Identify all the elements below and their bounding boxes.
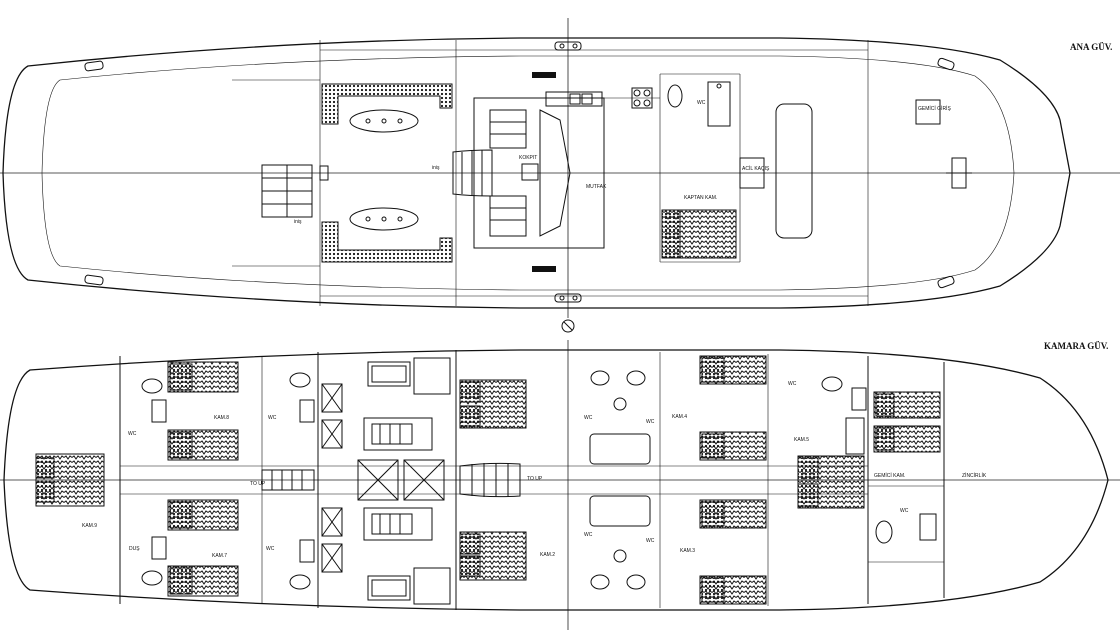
label-acil-kacis: ACİL KAÇIŞ <box>742 165 770 172</box>
label-wc-c4: WC <box>584 415 593 421</box>
label-kokpit: KOKPIT <box>519 155 537 161</box>
sink-icon <box>151 399 167 423</box>
engine-icon <box>363 417 433 451</box>
engine-room <box>321 357 451 605</box>
main-deck: iniş iniş KOKPIT <box>0 18 1120 318</box>
label-wc-c5: WC <box>646 419 655 425</box>
toilet-icon <box>590 370 610 386</box>
label-wc-c9: WC <box>900 508 909 514</box>
toilet-icon <box>875 520 893 544</box>
fuel-tank <box>367 361 411 387</box>
cabin-deck-hull <box>3 349 1109 611</box>
helm-console <box>539 109 571 237</box>
sink-icon <box>919 513 937 541</box>
main-deck-title: ANA GÜV. <box>1070 42 1112 52</box>
stove-icon <box>631 87 653 109</box>
saloon-area <box>473 97 605 249</box>
shower-cabin <box>707 81 731 127</box>
toilet-icon <box>821 376 843 392</box>
helm-wheel-icon <box>521 163 539 181</box>
label-wc-c7: WC <box>646 538 655 544</box>
bollard-icon <box>554 41 582 303</box>
toilet-icon <box>289 372 311 388</box>
sink-icon <box>613 549 627 563</box>
main-deck-hull <box>2 37 1071 309</box>
label-inis-1: iniş <box>432 165 440 171</box>
aft-seating-top <box>321 83 453 133</box>
emergency-exit-hatch <box>739 157 765 189</box>
label-kam-7: KAM.7 <box>212 553 227 559</box>
cabin-deck-title: KAMARA GÜV. <box>1044 341 1108 351</box>
label-inis-2: iniş <box>294 219 302 225</box>
label-kam-2: KAM.2 <box>540 552 555 558</box>
label-kam-8: KAM.8 <box>214 415 229 421</box>
label-wc-c8: WC <box>788 381 797 387</box>
cleat-icon <box>84 57 955 289</box>
label-zincirlik: ZİNCİRLİK <box>962 472 987 479</box>
deck-hatch <box>775 103 813 239</box>
fuel-tank <box>367 575 411 601</box>
aft-stairs <box>261 469 315 491</box>
label-kam-9: KAM.9 <box>82 523 97 529</box>
cabin-deck: KAM.9 WC DUŞ KAM.8 WC KAM.7 WC <box>0 340 1120 630</box>
toilet-icon <box>590 574 610 590</box>
label-wc-c3: WC <box>266 546 275 552</box>
engine-icon <box>363 507 433 541</box>
label-to-up-2: TO UP <box>527 476 543 482</box>
stern-stairs <box>261 164 329 218</box>
label-kam-5: KAM.5 <box>794 437 809 443</box>
toilet-icon <box>626 370 646 386</box>
sink-icon <box>613 397 627 411</box>
label-wc-c6: WC <box>584 532 593 538</box>
toilet-icon <box>141 570 163 586</box>
label-dus: DUŞ <box>129 546 140 552</box>
label-wc-c2: WC <box>268 415 277 421</box>
label-to-up-1: TO UP <box>250 481 266 487</box>
label-kaptan-kam: KAPTAN KAM. <box>684 195 717 201</box>
main-deck-inner-rail <box>41 55 1015 291</box>
aft-seating-bottom <box>321 207 453 263</box>
label-kam-4: KAM.4 <box>672 414 687 420</box>
label-gemici-giris: GEMİCİ GİRİŞ <box>918 105 951 112</box>
label-gemici-kam: GEMİCİ KAM. <box>874 472 905 479</box>
toilet-icon <box>626 574 646 590</box>
toilet-icon <box>667 84 683 108</box>
label-wc-main: WC <box>697 100 706 106</box>
galley-sink-icon <box>545 91 603 107</box>
toilet-icon <box>141 378 163 394</box>
toilet-icon <box>289 574 311 590</box>
mast-icon <box>561 319 575 333</box>
label-wc-c1: WC <box>128 431 137 437</box>
label-kam-3: KAM.3 <box>680 548 695 554</box>
crew-entrance-hatch <box>915 99 941 125</box>
label-mutfak: MUTFAK <box>586 184 607 190</box>
central-stairs <box>459 462 521 498</box>
